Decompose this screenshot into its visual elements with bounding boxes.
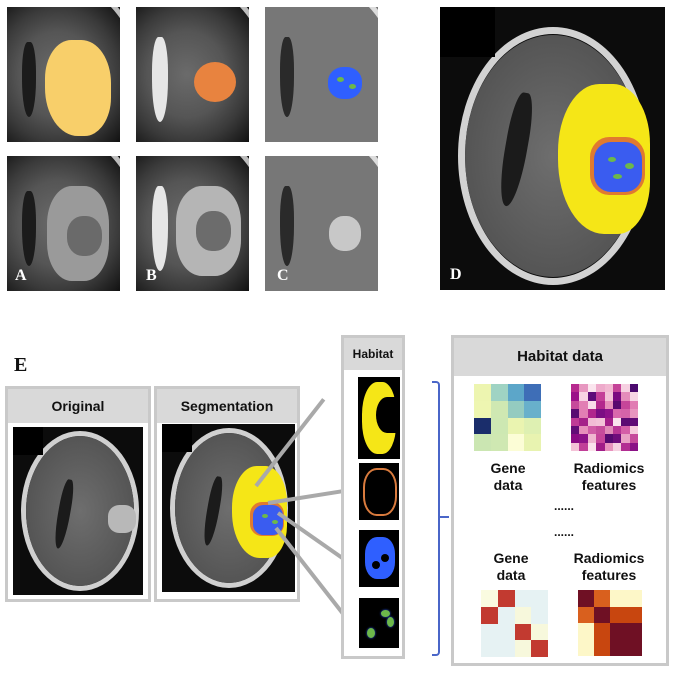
panel-b-top-mri [136, 7, 249, 142]
panel-letter-a: A [15, 267, 27, 284]
panel-letter-d: D [450, 266, 462, 283]
panel-a-top-mri [7, 7, 120, 142]
bracket [432, 381, 440, 656]
segmentation-mri [162, 424, 295, 592]
gene-data-label-bottom: Gene data [493, 550, 529, 583]
radiomics-label-top: Radiomics features [573, 460, 645, 493]
original-box: Original [5, 386, 151, 602]
habitat-rim-tile [359, 463, 399, 520]
gene-data-label-top: Gene data [490, 460, 526, 493]
panel-a-bottom-mri: A [7, 156, 120, 291]
panel-letter-b: B [146, 267, 157, 284]
habitat-data-title: Habitat data [454, 338, 666, 376]
original-mri [13, 427, 143, 595]
radiomics-label-bottom: Radiomics features [573, 550, 645, 583]
gene-data-heatmap-top [474, 384, 541, 451]
radiomics-heatmap-bottom [578, 590, 642, 656]
bracket-tick [439, 516, 449, 518]
panel-d-mri: D [440, 7, 665, 290]
gene-data-heatmap-bottom [481, 590, 548, 657]
ellipsis-2: ...... [553, 525, 574, 539]
habitat-necrosis-tile [359, 598, 399, 648]
panel-letter-c: C [277, 267, 289, 284]
section-e-letter: E [14, 354, 28, 376]
habitat-core-tile [359, 530, 399, 587]
habitat-edema-tile [358, 377, 400, 459]
core-overlay-blue [328, 67, 362, 99]
habitat-data-box: Habitat data Gene data Radiomics feature… [451, 335, 669, 666]
segmentation-title: Segmentation [157, 389, 297, 423]
panel-c-bottom-mri: C [265, 156, 378, 291]
segmentation-box: Segmentation [154, 386, 300, 602]
radiomics-heatmap-top [571, 384, 638, 451]
enhancing-overlay-orange [194, 62, 236, 102]
ellipsis-1: ...... [553, 499, 574, 513]
panel-c-top-mri [265, 7, 378, 142]
tumor-core-blue [594, 142, 642, 192]
panel-b-bottom-mri: B [136, 156, 249, 291]
original-title: Original [8, 389, 148, 423]
edema-overlay-yellow [45, 40, 111, 136]
habitat-box: Habitat [341, 335, 405, 659]
habitat-title: Habitat [344, 338, 402, 370]
